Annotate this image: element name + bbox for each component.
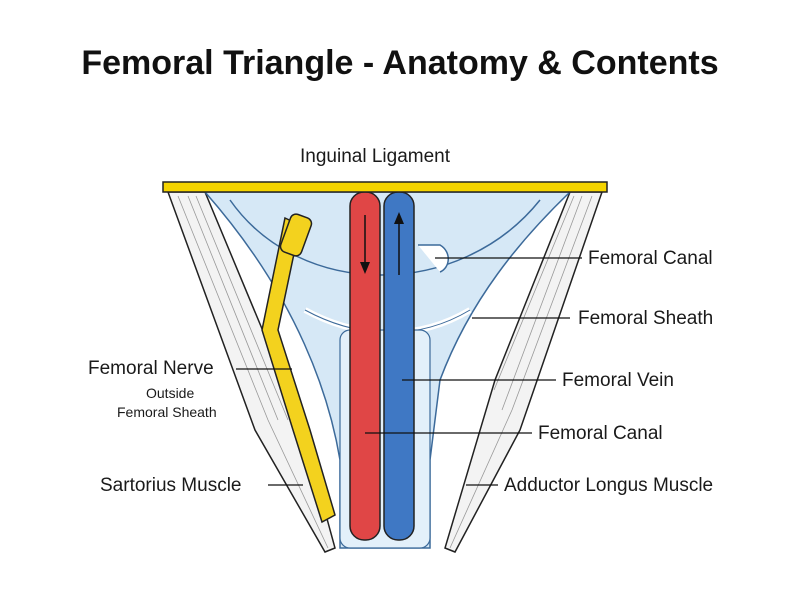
label-adductor-longus: Adductor Longus Muscle xyxy=(504,475,714,496)
artery-flow-arrowhead xyxy=(360,262,370,274)
label-sartorius: Sartorius Muscle xyxy=(100,475,242,496)
label-femoral-canal-bottom: Femoral Canal xyxy=(538,423,663,444)
label-femoral-nerve-note-2: Femoral Sheath xyxy=(117,404,217,420)
label-inguinal-ligament: Inguinal Ligament xyxy=(300,146,450,167)
label-femoral-vein: Femoral Vein xyxy=(562,370,674,391)
femoral-nerve xyxy=(261,216,336,524)
diagram-title: Femoral Triangle - Anatomy & Contents xyxy=(81,44,719,82)
label-femoral-nerve-note-1: Outside xyxy=(146,385,195,401)
femoral-nerve-top xyxy=(279,213,313,257)
label-femoral-sheath: Femoral Sheath xyxy=(578,308,714,329)
femoral-canal-curve xyxy=(229,199,541,276)
sartorius-fibers xyxy=(177,195,329,549)
label-femoral-canal-top: Femoral Canal xyxy=(588,248,713,269)
adductor-fibers xyxy=(449,195,593,549)
inguinal-ligament xyxy=(162,181,608,193)
label-femoral-nerve: Femoral Nerve xyxy=(88,358,214,379)
vein-flow-arrowhead xyxy=(394,212,404,224)
